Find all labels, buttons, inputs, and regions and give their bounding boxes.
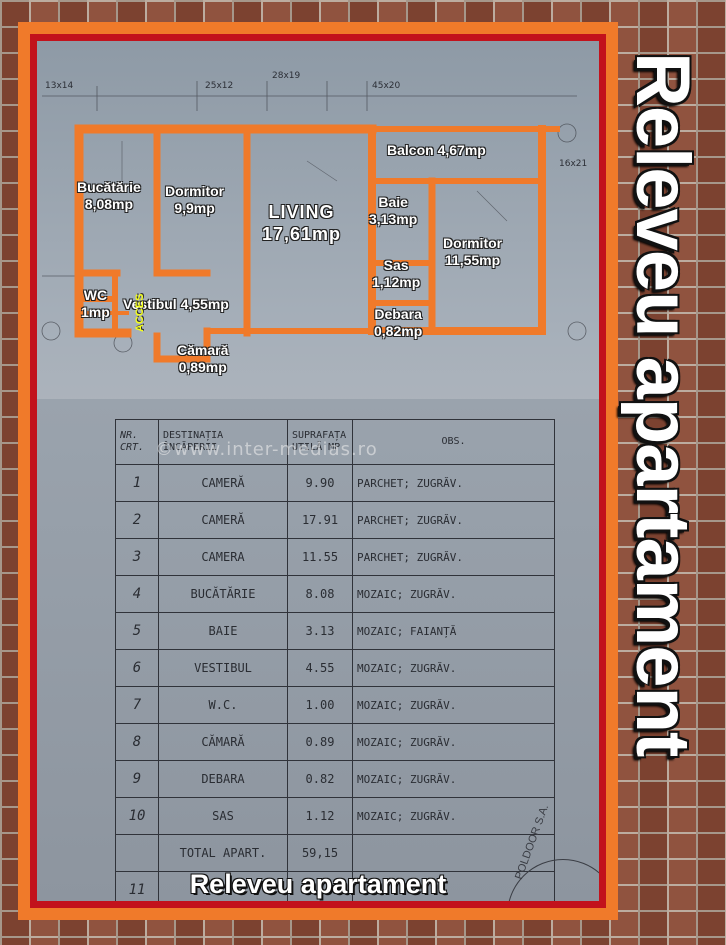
cell-destinatia: BAIE bbox=[158, 612, 288, 650]
cell-destinatia: BUCĂTĂRIE bbox=[158, 575, 288, 613]
cell-destinatia: CĂMARĂ bbox=[158, 723, 288, 761]
cell-obs: MOZAIC; ZUGRĂV. bbox=[352, 797, 555, 835]
plan-dimension: 25x12 bbox=[205, 81, 234, 91]
plan-dimension: 13x14 bbox=[45, 81, 74, 91]
cell-suprafata: 1.12 bbox=[287, 797, 353, 835]
plan-dimension: 16x21 bbox=[559, 159, 588, 169]
cell-nr: 3 bbox=[115, 538, 159, 576]
cell-nr: 1 bbox=[115, 464, 159, 502]
cell-suprafata: 4.55 bbox=[287, 649, 353, 687]
cell-obs: MOZAIC; ZUGRĂV. bbox=[352, 649, 555, 687]
cell-destinatia bbox=[158, 871, 288, 901]
plan-dimension: 45x20 bbox=[372, 81, 401, 91]
cell-suprafata: 1.00 bbox=[287, 686, 353, 724]
cell-destinatia: SAS bbox=[158, 797, 288, 835]
total-value: 59,15 bbox=[287, 834, 353, 872]
cell-obs: MOZAIC; FAIANȚĂ bbox=[352, 612, 555, 650]
header-obs: OBS. bbox=[352, 419, 555, 465]
table-header-row: NR. CRT. DESTINAȚIA ÎNCĂPERII SUPRAFAȚA … bbox=[115, 419, 555, 465]
photo-caption: Releveu apartament bbox=[189, 869, 447, 899]
cell-suprafata bbox=[287, 871, 353, 901]
cell-nr: 10 bbox=[115, 797, 159, 835]
cell-destinatia: W.C. bbox=[158, 686, 288, 724]
cell-suprafata: 11.55 bbox=[287, 538, 353, 576]
cell-obs: MOZAIC; ZUGRĂV. bbox=[352, 760, 555, 798]
cell-suprafata: 9.90 bbox=[287, 464, 353, 502]
cell-nr: 5 bbox=[115, 612, 159, 650]
cell-nr: 7 bbox=[115, 686, 159, 724]
cell-obs: MOZAIC; ZUGRĂV. bbox=[352, 723, 555, 761]
cell-obs: PARCHET; ZUGRĂV. bbox=[352, 501, 555, 539]
cell-obs: MOZAIC; ZUGRĂV. bbox=[352, 686, 555, 724]
cell-suprafata: 3.13 bbox=[287, 612, 353, 650]
cell-obs: MOZAIC; ZUGRĂV. bbox=[352, 575, 555, 613]
cell-suprafata: 8.08 bbox=[287, 575, 353, 613]
cell-nr: 6 bbox=[115, 649, 159, 687]
cell-nr: 11 bbox=[115, 871, 159, 901]
entrance-label: ACCES bbox=[134, 293, 146, 332]
cell-obs: PARCHET; ZUGRĂV. bbox=[352, 538, 555, 576]
room-label-balcon: Balcon 4,67mp bbox=[387, 142, 486, 158]
room-label-vestibul: Vestibul 4,55mp bbox=[123, 296, 229, 312]
cell-suprafata: 17.91 bbox=[287, 501, 353, 539]
plan-dimension: 28x19 bbox=[272, 71, 301, 81]
cell-nr: 4 bbox=[115, 575, 159, 613]
cell-destinatia: CAMERĂ bbox=[158, 464, 288, 502]
header-nr: NR. CRT. bbox=[115, 419, 159, 465]
cell-nr: 2 bbox=[115, 501, 159, 539]
room-schedule-sheet: NR. CRT. DESTINAȚIA ÎNCĂPERII SUPRAFAȚA … bbox=[37, 399, 599, 901]
floor-plan-drawing bbox=[41, 81, 587, 363]
table-row: 11 bbox=[115, 871, 555, 901]
cell-destinatia: DEBARA bbox=[158, 760, 288, 798]
vertical-title: Releveu apartament bbox=[620, 52, 705, 757]
cell-destinatia: VESTIBUL bbox=[158, 649, 288, 687]
room-schedule-table: NR. CRT. DESTINAȚIA ÎNCĂPERII SUPRAFAȚA … bbox=[115, 419, 555, 901]
table-row-total: TOTAL APART.59,15 bbox=[115, 834, 555, 872]
watermark: ©www.inter-medias.ro bbox=[155, 439, 378, 460]
cell-suprafata: 0.82 bbox=[287, 760, 353, 798]
cell-destinatia: CAMERĂ bbox=[158, 501, 288, 539]
cell-nr: 9 bbox=[115, 760, 159, 798]
cell-destinatia: CAMERA bbox=[158, 538, 288, 576]
cell-suprafata: 0.89 bbox=[287, 723, 353, 761]
total-label: TOTAL APART. bbox=[158, 834, 288, 872]
cell-nr bbox=[115, 834, 159, 872]
cell-obs: PARCHET; ZUGRĂV. bbox=[352, 464, 555, 502]
cell-nr: 8 bbox=[115, 723, 159, 761]
